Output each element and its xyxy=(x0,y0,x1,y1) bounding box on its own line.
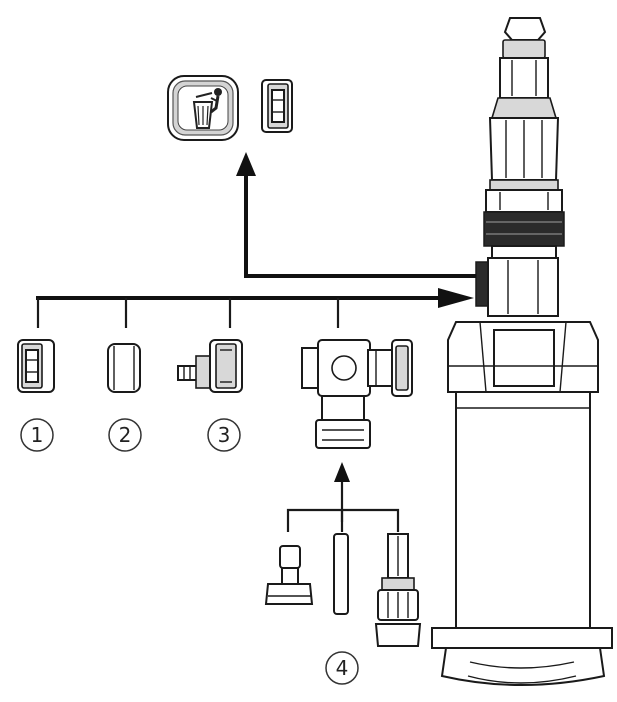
number-label-3: 3 xyxy=(207,418,241,452)
number-label-4: 4 xyxy=(325,651,359,685)
sub-option-tube-fitting xyxy=(374,533,422,647)
svg-text:1: 1 xyxy=(31,423,44,447)
svg-text:4: 4 xyxy=(336,656,349,680)
option-1-cap xyxy=(17,339,55,393)
sub-option-knob xyxy=(264,545,314,605)
number-label-1: 1 xyxy=(20,418,54,452)
option-2-plug xyxy=(107,343,141,393)
discarded-cap xyxy=(261,79,293,133)
sub-option-rod xyxy=(333,533,349,615)
arrow-right-to-device xyxy=(438,288,474,308)
arrow-up-to-tee xyxy=(334,462,350,482)
option-3-hose-adapter xyxy=(177,339,243,393)
number-label-2: 2 xyxy=(108,418,142,452)
svg-text:3: 3 xyxy=(218,423,231,447)
sub-option-lines xyxy=(286,462,400,532)
option-4-tee-adapter xyxy=(301,339,413,449)
svg-text:2: 2 xyxy=(119,423,132,447)
trash-bin-icon xyxy=(167,75,239,141)
flow-lines xyxy=(36,152,476,328)
sensor-device xyxy=(431,17,613,686)
arrow-up-to-disposal xyxy=(236,152,256,176)
